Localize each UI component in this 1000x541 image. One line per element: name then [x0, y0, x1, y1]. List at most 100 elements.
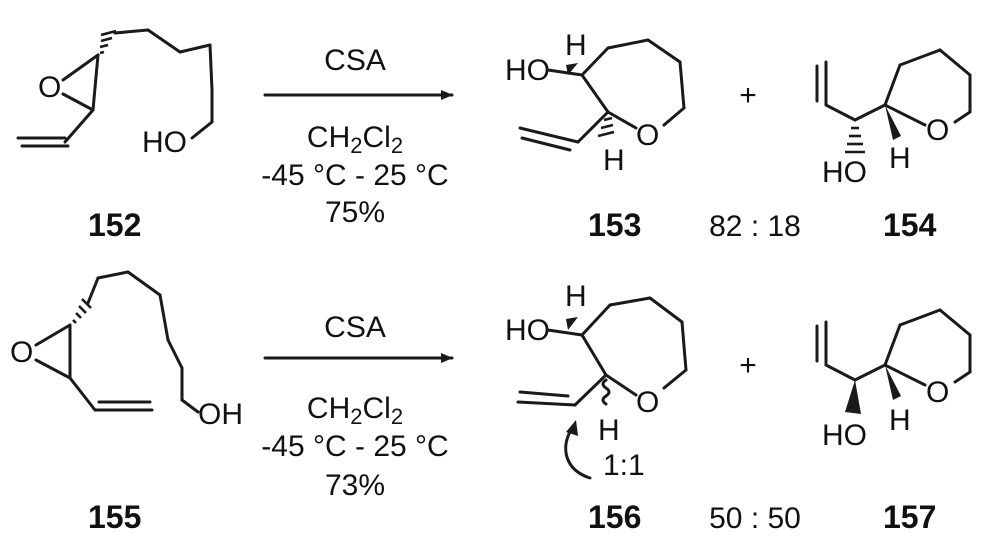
- ring-oxygen: O: [926, 376, 949, 409]
- hydroxyl-label: HO: [505, 314, 550, 347]
- bond: [63, 108, 95, 144]
- curved-arrowhead: [566, 420, 578, 436]
- epoxide-co-bond: [34, 323, 72, 347]
- ring-oxygen: O: [636, 386, 659, 419]
- molecule-153: HO H O H 153: [505, 29, 686, 243]
- ring-bond: [606, 110, 638, 130]
- epoxide-cc-bond: [91, 53, 100, 112]
- compound-label-154: 154: [883, 207, 937, 243]
- bond: [166, 338, 184, 370]
- ring-bond: [883, 363, 927, 387]
- ring-oxygen: O: [926, 114, 949, 147]
- wedge-bond: [845, 380, 861, 414]
- molecule-156: HO H O H 1:1 156: [505, 280, 688, 535]
- bond: [86, 276, 100, 305]
- compound-label-156: 156: [588, 499, 641, 535]
- bond: [178, 43, 212, 54]
- hydrogen-label: H: [565, 29, 587, 62]
- molecule-155: O OH 155: [10, 270, 243, 535]
- ring-bond: [608, 296, 652, 307]
- vinyl-bond: [516, 400, 577, 407]
- curved-arrow: [564, 426, 592, 480]
- temperature-label: -45 °C - 25 °C: [261, 159, 448, 192]
- hydrogen-label: H: [889, 142, 911, 175]
- molecule-154: HO O H 154: [815, 48, 972, 243]
- hashed-bond: [845, 126, 865, 154]
- product-ratio: 82 : 18: [709, 210, 801, 243]
- ring-bond: [580, 46, 610, 77]
- yield-label: 75%: [325, 196, 385, 229]
- bond: [546, 68, 584, 77]
- epoxide-oxygen: O: [38, 71, 61, 104]
- ring-bond: [662, 368, 688, 390]
- hashed-bond: [72, 298, 92, 324]
- ring-oxygen: O: [636, 119, 659, 152]
- compound-label-153: 153: [588, 207, 641, 243]
- compound-label-157: 157: [883, 499, 936, 535]
- vinyl-bond: [518, 126, 580, 144]
- ring-bond: [680, 320, 688, 372]
- molecule-157: HO O H 157: [815, 308, 972, 535]
- bond: [96, 270, 130, 280]
- epoxide-co-bond: [61, 53, 100, 82]
- reaction-arrow-1: CSA CH2Cl2 -45 °C - 25 °C 75%: [261, 44, 454, 229]
- hydroxyl-label: HO: [142, 126, 187, 159]
- hydroxyl-label: HO: [822, 419, 867, 452]
- plus-sign: +: [739, 79, 757, 112]
- bond: [208, 43, 214, 92]
- bond: [824, 103, 857, 122]
- temperature-label: -45 °C - 25 °C: [261, 430, 448, 463]
- ring-bond: [648, 296, 684, 324]
- hydrogen-label: H: [603, 144, 625, 177]
- ring-bond: [938, 308, 972, 337]
- ring-bond: [883, 323, 902, 367]
- solvent-label: CH2Cl2: [307, 121, 403, 158]
- ring-bond: [662, 106, 686, 127]
- ring-bond: [646, 38, 682, 64]
- bond: [158, 293, 170, 342]
- wedge-bond: [566, 317, 578, 330]
- epoxide-co-bond: [61, 92, 95, 112]
- ring-bond: [580, 333, 608, 377]
- hashed-bond: [597, 116, 615, 138]
- ring-bond: [604, 373, 638, 397]
- ring-bond: [883, 103, 927, 127]
- vinyl-double-bond: [520, 136, 572, 152]
- epimer-ratio: 1:1: [603, 449, 645, 482]
- ring-bond: [898, 308, 942, 327]
- wedge-bond: [885, 105, 901, 140]
- hydroxyl-label: HO: [505, 54, 550, 87]
- reaction-arrow-2: CSA CH2Cl2 -45 °C - 25 °C 73%: [261, 311, 454, 502]
- epoxide-co-bond: [34, 358, 72, 380]
- ring-bond: [953, 110, 972, 124]
- solvent-label: CH2Cl2: [307, 392, 403, 429]
- compound-label-152: 152: [88, 207, 141, 243]
- epoxide-oxygen: O: [10, 336, 33, 369]
- bond: [180, 398, 200, 414]
- vinyl-double-bond: [518, 390, 570, 398]
- hydrogen-label: H: [598, 414, 620, 447]
- wavy-bond: [601, 378, 611, 406]
- bond: [853, 363, 887, 382]
- ring-bond: [606, 38, 650, 50]
- reaction-1: O HO 152 CSA CH2Cl2 -45 °C - 25 °C 75%: [16, 28, 972, 243]
- bond: [68, 376, 97, 412]
- hashed-bond: [99, 29, 117, 55]
- bond: [126, 270, 162, 297]
- ring-bond: [883, 63, 902, 107]
- ring-bond: [580, 73, 610, 114]
- ring-bond: [580, 303, 612, 337]
- bond: [853, 103, 887, 122]
- bond: [190, 120, 214, 140]
- hydrogen-label: H: [565, 280, 587, 313]
- bond: [546, 328, 584, 337]
- hydroxyl-label: OH: [198, 398, 243, 431]
- reaction-2: O OH 155 CSA: [10, 270, 972, 535]
- ring-bond: [678, 60, 686, 110]
- reagent-label: CSA: [324, 44, 386, 77]
- bond: [824, 363, 857, 382]
- reagent-label: CSA: [324, 311, 386, 344]
- molecule-152: O HO 152: [16, 28, 214, 243]
- bond: [573, 373, 608, 407]
